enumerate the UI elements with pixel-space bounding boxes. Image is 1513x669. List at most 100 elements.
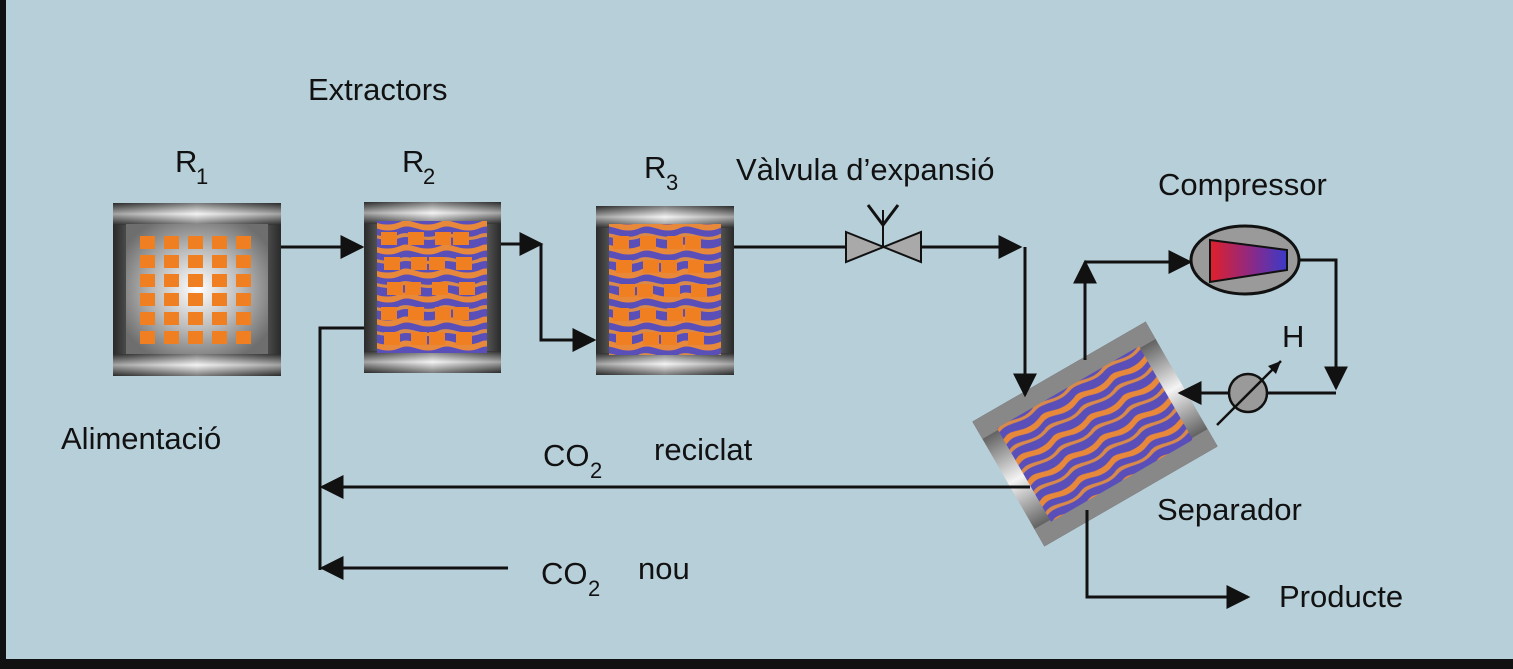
reactor-r3 (596, 206, 734, 375)
svg-text:CO: CO (541, 556, 588, 591)
pellet (688, 332, 704, 345)
separator-label: Separador (1157, 492, 1302, 527)
flow-compressor-heater (1299, 258, 1348, 391)
pellet (685, 308, 701, 321)
pellet (140, 293, 155, 306)
pellet (236, 293, 251, 306)
pellet (140, 312, 155, 325)
svg-text:CO: CO (543, 438, 590, 473)
pellet (640, 308, 656, 321)
svg-text:nou: nou (638, 551, 690, 586)
pellet (435, 232, 451, 245)
pellet (661, 260, 677, 273)
pellet (616, 260, 632, 273)
pellet (212, 312, 227, 325)
pellet (429, 257, 445, 270)
compressor-label: Compressor (1158, 167, 1327, 202)
pellet (453, 307, 469, 320)
pellet (456, 332, 472, 345)
pellet (140, 255, 155, 268)
pellet (405, 282, 421, 295)
r2-label: R 2 (402, 144, 435, 189)
product-label: Producte (1279, 579, 1403, 614)
reactor-r1 (113, 203, 281, 376)
expansion-valve (845, 204, 922, 264)
pellet (236, 274, 251, 287)
pellet (164, 331, 179, 344)
pellet (637, 284, 653, 297)
pellet (661, 332, 677, 345)
pellet (164, 255, 179, 268)
svg-text:2: 2 (590, 458, 602, 483)
pellet (188, 274, 203, 287)
pellet (212, 255, 227, 268)
pellet (140, 331, 155, 344)
pellet (616, 332, 632, 345)
pellet (640, 236, 656, 249)
pellet (408, 307, 424, 320)
pellet (432, 282, 448, 295)
svg-text:R: R (175, 144, 197, 179)
pellet (164, 293, 179, 306)
r3-label: R 3 (644, 150, 678, 195)
pellet (236, 236, 251, 249)
pellet (411, 257, 427, 270)
heater-label: H (1282, 319, 1304, 354)
pellet (164, 236, 179, 249)
pellet (613, 236, 629, 249)
svg-text:R: R (402, 144, 424, 179)
pellet (613, 308, 629, 321)
pellet (164, 312, 179, 325)
pellet (384, 332, 400, 345)
svg-text:1: 1 (196, 164, 208, 189)
flow-product (1085, 510, 1251, 609)
pellet (236, 255, 251, 268)
pellet (435, 307, 451, 320)
svg-text:2: 2 (423, 164, 435, 189)
pellet (212, 293, 227, 306)
pellet (188, 331, 203, 344)
pellet (384, 257, 400, 270)
pellet (212, 236, 227, 249)
r1-label: R 1 (175, 144, 208, 189)
pellet (643, 260, 659, 273)
separator (972, 321, 1218, 547)
pellet (456, 257, 472, 270)
pellet (212, 274, 227, 287)
r3-pellet-grid (613, 236, 707, 345)
pellet (188, 293, 203, 306)
recycle-label: CO 2 reciclat (543, 432, 753, 483)
extractors-label: Extractors (308, 72, 448, 107)
valve-label: Vàlvula d’expansió (736, 152, 995, 187)
pellet (453, 232, 469, 245)
reactor-r2 (364, 202, 501, 373)
pellet (667, 308, 683, 321)
r1-pellet-grid (140, 236, 251, 344)
pellet (212, 331, 227, 344)
compressor (1189, 224, 1301, 296)
heater (1216, 360, 1282, 426)
pellet (429, 332, 445, 345)
pellet (140, 274, 155, 287)
feed-label: Alimentació (61, 421, 221, 456)
svg-text:reciclat: reciclat (654, 432, 753, 467)
svg-text:2: 2 (588, 576, 600, 601)
pellet (411, 332, 427, 345)
pellet (140, 236, 155, 249)
pellet (188, 255, 203, 268)
pellet (685, 236, 701, 249)
pellet (381, 232, 397, 245)
flow-lines (281, 232, 1348, 609)
left-border (0, 0, 6, 669)
pellet (619, 284, 635, 297)
pellet (643, 332, 659, 345)
pellet (188, 236, 203, 249)
pellet (667, 236, 683, 249)
r2-pellet-grid (381, 232, 475, 345)
pellet (164, 274, 179, 287)
fresh-label: CO 2 nou (541, 551, 690, 601)
pellet (387, 282, 403, 295)
pellet (459, 282, 475, 295)
pellet (236, 331, 251, 344)
